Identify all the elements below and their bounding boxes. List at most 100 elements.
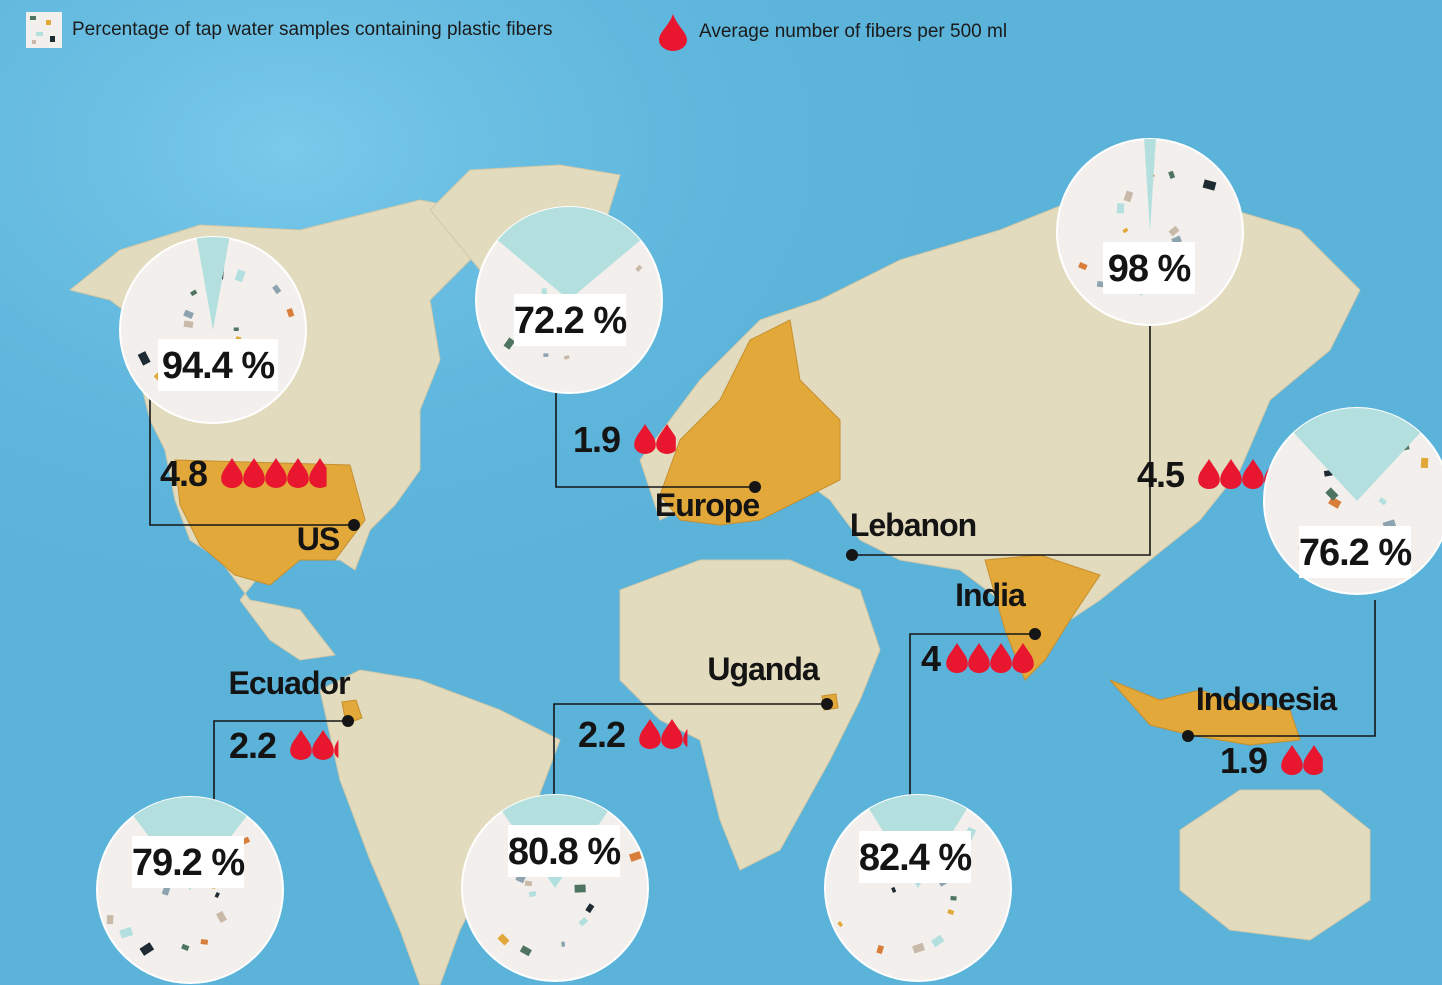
percent-label: 79.2 % — [132, 842, 245, 884]
terrazzo-chip — [541, 288, 548, 296]
percent-label: 98 % — [1108, 248, 1191, 290]
fiber-drop — [265, 458, 287, 488]
terrazzo-chip — [1328, 496, 1342, 509]
terrazzo-chip — [200, 939, 209, 945]
terrazzo-chip — [233, 327, 239, 331]
terrazzo-chip — [628, 851, 642, 862]
terrazzo-chip — [214, 891, 220, 899]
percent-label-box — [859, 831, 971, 883]
terrazzo-chip — [181, 943, 190, 951]
percent-label-box — [514, 294, 626, 346]
location-dot — [1029, 628, 1041, 640]
terrazzo-chip — [574, 884, 586, 893]
fiber-drop — [990, 643, 1012, 673]
fiber-drop — [946, 643, 968, 673]
terrazzo-chip — [1116, 203, 1125, 214]
pie-uganda: 80.8 % — [461, 794, 649, 982]
fiber-value: 4.8 — [160, 453, 207, 494]
fiber-drop — [968, 643, 990, 673]
pie-indonesia: 76.2 % — [1263, 407, 1442, 595]
pie-europe: 72.2 % — [475, 206, 663, 394]
fiber-drop — [661, 719, 683, 749]
connector-line — [555, 375, 755, 488]
location-dot — [821, 698, 833, 710]
fiber-drop — [243, 458, 265, 488]
terrazzo-chip — [585, 903, 595, 914]
terrazzo-chip — [561, 941, 566, 947]
location-dot — [342, 715, 354, 727]
percent-label-box — [158, 339, 278, 391]
fiber-value: 2.2 — [229, 725, 276, 766]
terrazzo-chip — [635, 264, 643, 273]
terrazzo-chip — [947, 909, 955, 916]
region-label: Lebanon — [850, 507, 976, 543]
water-drop-icon — [659, 14, 687, 51]
terrazzo-chip — [503, 337, 516, 350]
connector-line — [553, 703, 827, 795]
terrazzo-chip — [1202, 179, 1217, 191]
terrazzo-chip — [1078, 261, 1088, 271]
terrazzo-chip — [1168, 225, 1180, 237]
fiber-drop — [639, 719, 661, 749]
terrazzo-chip — [183, 309, 194, 320]
location-dot — [1182, 730, 1194, 742]
percent-label: 72.2 % — [514, 300, 627, 342]
terrazzo-chip — [563, 355, 570, 360]
terrazzo-chip — [1378, 497, 1387, 506]
fiber-value: 2.2 — [578, 714, 625, 755]
fiber-drop — [1242, 459, 1264, 490]
indonesia-highlight — [1109, 679, 1301, 746]
europe-highlight — [659, 319, 841, 526]
terrazzo-chip — [183, 320, 194, 329]
legend-fibers: Average number of fibers per 500 ml — [657, 12, 1007, 52]
terrazzo-chip — [930, 934, 945, 948]
percent-label: 82.4 % — [859, 837, 972, 879]
terrazzo-chip — [1123, 190, 1134, 203]
fiber-drop — [1281, 745, 1303, 776]
terrazzo-chip — [837, 921, 844, 928]
terrazzo-chip — [106, 915, 114, 925]
fiber-drop — [634, 424, 656, 454]
fiber-drop — [1198, 459, 1220, 490]
fiber-value: 4 — [921, 638, 941, 679]
india-highlight — [984, 554, 1101, 681]
terrazzo-chip — [215, 910, 227, 923]
terrazzo-chip — [1325, 487, 1339, 501]
percent-label: 80.8 % — [508, 831, 621, 873]
terrazzo-chip — [190, 289, 198, 297]
terrazzo-chip — [543, 353, 549, 357]
terrazzo-chip — [1168, 170, 1176, 179]
percent-label-box — [1103, 242, 1195, 294]
fiber-value: 1.9 — [1220, 740, 1267, 781]
fiber-drop-partial — [656, 424, 676, 454]
terrazzo-chip — [137, 351, 151, 366]
entry-india: 82.4 % India 4 — [824, 577, 1041, 982]
terrazzo-chip — [912, 942, 925, 954]
connector-line — [149, 383, 354, 526]
fiber-drop — [290, 730, 312, 760]
terrazzo-chip — [578, 916, 589, 927]
region-label: India — [955, 577, 1026, 613]
highlighted-regions — [174, 319, 1301, 746]
terrazzo-chip — [528, 891, 537, 898]
percent-label: 76.2 % — [1299, 532, 1412, 574]
fiber-value: 1.9 — [573, 419, 620, 460]
legend-percent: Percentage of tap water samples containi… — [26, 12, 553, 48]
pie-slice-remainder — [497, 206, 641, 300]
terrazzo-chip — [139, 942, 155, 956]
terrazzo-chip — [876, 944, 885, 955]
fiber-drop-partial — [309, 458, 327, 488]
connector-line — [909, 633, 1035, 795]
fiber-drop — [1220, 459, 1242, 490]
terrazzo-chip — [272, 284, 282, 295]
fiber-drop-partial — [683, 728, 688, 748]
percent-label-box — [508, 825, 620, 877]
pie-india: 82.4 % — [824, 794, 1012, 982]
percent-label-box — [132, 836, 244, 888]
legend-percent-label: Percentage of tap water samples containi… — [72, 19, 553, 40]
region-label: Ecuador — [228, 665, 350, 701]
fiber-drop — [287, 458, 309, 488]
